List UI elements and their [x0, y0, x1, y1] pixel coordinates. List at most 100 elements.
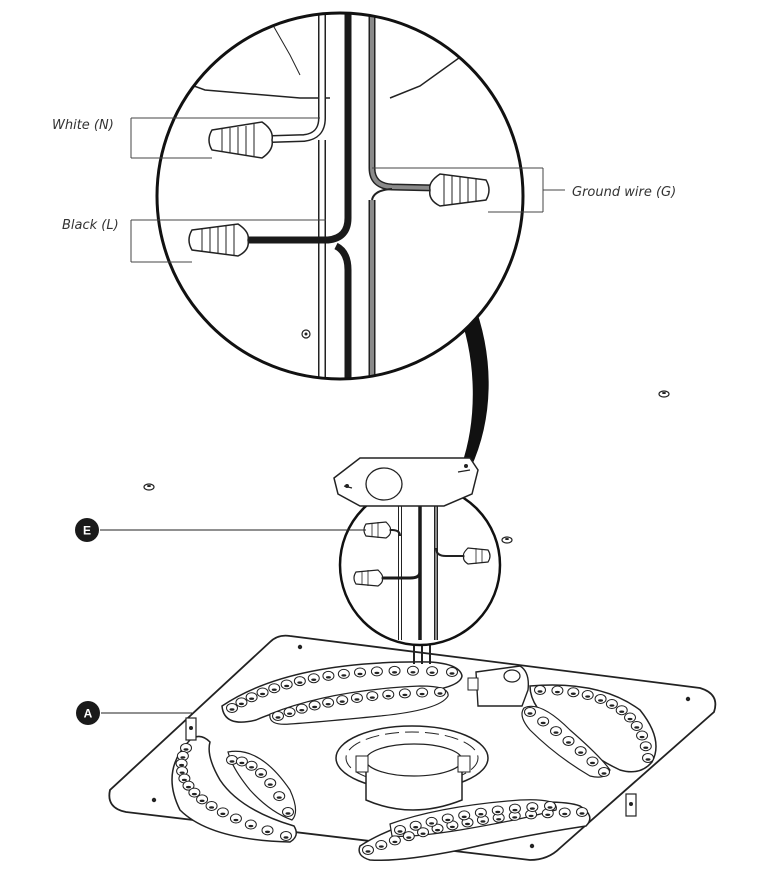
- led-bead: [244, 819, 257, 830]
- led-bead: [216, 807, 229, 818]
- screw: [143, 483, 155, 491]
- led-bead: [398, 688, 411, 699]
- black-wire: [246, 13, 352, 244]
- led-bead-center: [385, 694, 391, 698]
- led-bead-center: [495, 810, 501, 814]
- led-bead: [576, 807, 588, 817]
- mounting-tab: [185, 717, 197, 741]
- led-bead-center: [267, 783, 273, 786]
- led-bead-center: [634, 726, 640, 729]
- small-wire-nut-ground: [462, 547, 491, 565]
- led-bead: [307, 673, 320, 684]
- led-bead-center: [341, 674, 347, 677]
- label-brackets: [130, 117, 565, 263]
- led-bead-center: [248, 824, 254, 828]
- led-bead-center: [357, 672, 363, 676]
- led-bead: [550, 726, 562, 737]
- led-bead: [280, 679, 293, 690]
- led-bead: [594, 693, 607, 704]
- led-bead-center: [419, 692, 425, 696]
- led-bead-center: [369, 696, 375, 699]
- led-bead-center: [480, 820, 486, 823]
- led-bead-center: [285, 812, 291, 815]
- led-bead-center: [199, 799, 205, 803]
- led-bead-center: [365, 850, 371, 853]
- led-bead-center: [553, 731, 559, 734]
- led-bead-center: [413, 826, 419, 829]
- led-bead: [615, 705, 628, 716]
- led-bead: [416, 687, 429, 698]
- led-bead-center: [562, 812, 568, 816]
- led-bead-center: [461, 815, 467, 819]
- led-bead: [388, 665, 401, 676]
- led-bead-center: [233, 818, 239, 822]
- led-bead: [235, 756, 248, 767]
- led-bead-center: [449, 672, 455, 675]
- led-bead-center: [378, 845, 384, 848]
- led-bead-center: [639, 735, 645, 739]
- led-bead: [280, 831, 292, 841]
- led-bead-center: [238, 702, 244, 706]
- led-bead-center: [185, 785, 191, 789]
- mounting-tab: [625, 793, 637, 817]
- led-bead-center: [527, 712, 533, 715]
- led-bead: [308, 700, 321, 711]
- label-white-neutral: White (N): [52, 118, 114, 133]
- led-bead-center: [529, 807, 535, 810]
- led-bead-center: [554, 690, 560, 694]
- led-bead: [188, 787, 201, 798]
- small-wire-nut-white: [363, 521, 392, 539]
- led-bead: [630, 720, 643, 731]
- led-bead-center: [325, 676, 331, 679]
- led-bead: [229, 813, 242, 824]
- led-bead: [375, 840, 388, 851]
- led-bead: [282, 807, 294, 817]
- small-wire-nut-black: [353, 569, 384, 587]
- led-bead-center: [579, 812, 585, 815]
- led-bead: [534, 685, 546, 695]
- led-bead: [544, 801, 556, 811]
- led-bead-center: [645, 758, 651, 761]
- led-bead-center: [429, 671, 435, 674]
- led-bead-center: [627, 717, 633, 721]
- led-bead-center: [191, 792, 197, 796]
- led-bead-center: [220, 812, 226, 816]
- led-bead-center: [537, 690, 543, 693]
- led-bead: [458, 810, 471, 821]
- label-ground-wire: Ground wire (G): [572, 185, 676, 200]
- led-bead-center: [311, 678, 317, 681]
- led-bead: [491, 805, 504, 816]
- led-bead-center: [402, 693, 408, 697]
- callout-e-label: E: [83, 524, 91, 538]
- led-bead: [354, 667, 366, 678]
- led-bead: [537, 716, 550, 727]
- led-bead-center: [406, 836, 412, 839]
- callout-a-label: A: [84, 707, 93, 721]
- led-bead-center: [299, 708, 305, 712]
- led-bead-center: [392, 840, 398, 844]
- led-bead-center: [566, 741, 571, 744]
- led-bead: [226, 703, 238, 713]
- led-bead: [350, 692, 363, 703]
- led-bead-center: [445, 818, 451, 822]
- led-bead-center: [276, 796, 282, 799]
- led-bead-center: [609, 704, 615, 707]
- junction-box: [333, 457, 479, 507]
- led-bead: [605, 699, 618, 710]
- led-bead-center: [590, 761, 595, 765]
- led-bead: [446, 667, 458, 677]
- led-bead: [322, 670, 335, 681]
- led-bead: [370, 666, 383, 677]
- driver-ring: [335, 725, 489, 811]
- led-bead: [362, 845, 374, 855]
- led-bead: [336, 695, 349, 706]
- led-bead: [426, 666, 439, 677]
- screw: [658, 390, 670, 398]
- led-bead: [388, 835, 401, 846]
- led-bead-center: [265, 830, 271, 834]
- led-bead: [226, 755, 238, 765]
- led-bead: [431, 823, 444, 834]
- screw: [501, 536, 513, 544]
- led-bead: [562, 736, 575, 746]
